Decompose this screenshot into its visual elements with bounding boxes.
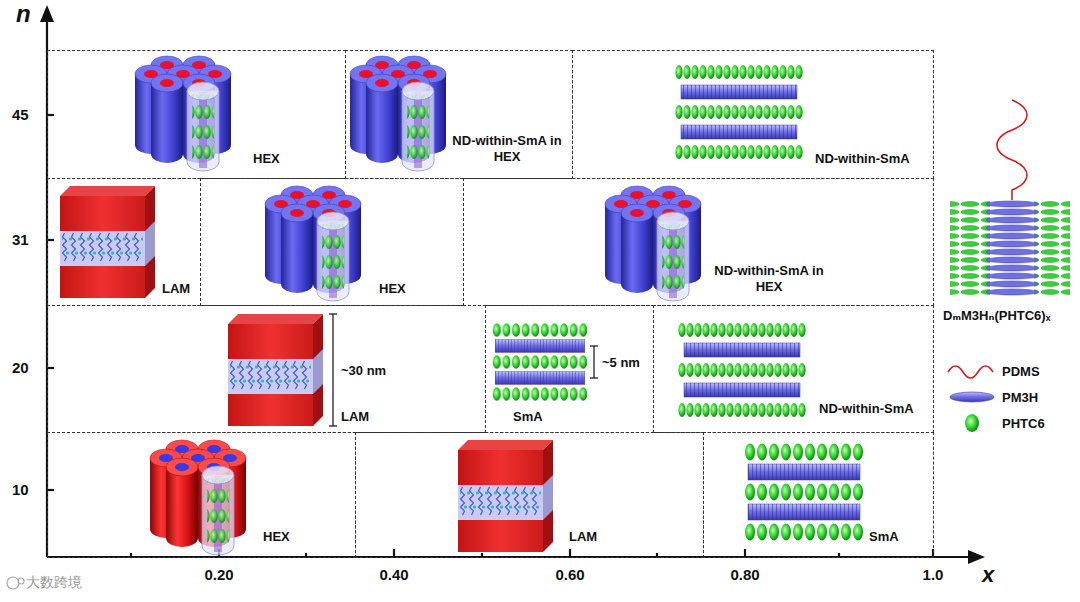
axis-title: x xyxy=(982,562,994,588)
phase-label: ND-within-SmA xyxy=(815,151,910,167)
phase-cell: HEX xyxy=(47,50,346,179)
phase-cell: ND-within-SmA in HEX xyxy=(463,178,934,306)
tick-label: 0.40 xyxy=(379,566,408,583)
hex-illustration xyxy=(605,186,701,301)
label-slot: SmA xyxy=(513,409,543,425)
phase-cell: ~30 nm LAM xyxy=(47,305,486,433)
label-slot: LAM xyxy=(341,409,369,425)
phase-cell: HEX xyxy=(47,432,356,558)
phase-label: SmA xyxy=(869,529,899,545)
label-slot: 20 xyxy=(12,359,29,376)
legend-entry: PHTC6 xyxy=(1002,416,1045,432)
legend-sample-disk xyxy=(950,392,994,402)
label-slot: ND-within-SmA xyxy=(819,401,914,417)
label-slot: 0.40 xyxy=(379,566,408,583)
phase-label: HEX xyxy=(263,529,290,545)
tick-label: 0.80 xyxy=(730,566,759,583)
axis-arrowhead xyxy=(968,550,985,564)
phase-label: ND-within-SmA in HEX xyxy=(451,133,563,164)
tick-label: 0.20 xyxy=(204,566,233,583)
phase-cell: ND-within-SmA xyxy=(572,50,934,179)
tick-label: 45 xyxy=(12,106,29,123)
label-slot: HEX xyxy=(253,151,280,167)
watermark-icon xyxy=(7,577,24,589)
label-slot: ND-within-SmA xyxy=(815,151,910,167)
watermark: 大数跨境 xyxy=(26,574,82,592)
hex-illustration xyxy=(350,56,446,171)
label-slot: ND-within-SmA in HEX xyxy=(713,263,825,294)
tick-label: 0.60 xyxy=(555,566,584,583)
hex-illustration xyxy=(135,56,231,171)
axes xyxy=(47,18,972,557)
phase-label: LAM xyxy=(162,281,190,297)
label-slot: x xyxy=(982,562,994,588)
tick-label: 31 xyxy=(12,231,29,248)
tick-label: 10 xyxy=(12,481,29,498)
smectic-illustration xyxy=(492,322,588,402)
phase-label: ND-within-SmA in HEX xyxy=(713,263,825,294)
label-slot: SmA xyxy=(869,529,899,545)
lamellar-illustration xyxy=(228,314,323,426)
smectic-illustration xyxy=(675,62,803,162)
formula-label: DₘM3Hₙ(PHTC6)ₓ xyxy=(943,308,1050,323)
dimension-bracket xyxy=(329,314,337,426)
label-slot: 0.60 xyxy=(555,566,584,583)
phase-label: ND-within-SmA xyxy=(819,401,914,417)
legend-entry: PM3H xyxy=(1002,390,1038,406)
phase-label: SmA xyxy=(513,409,543,425)
legend-label: PM3H xyxy=(1002,390,1038,406)
phase-label: LAM xyxy=(341,409,369,425)
dimension-bracket xyxy=(590,346,598,378)
label-slot: ~5 nm xyxy=(602,355,640,371)
phase-cell: HEX xyxy=(200,178,464,306)
legend-sample-chain xyxy=(948,366,993,378)
phase-cell: LAM xyxy=(47,178,201,306)
label-slot: HEX xyxy=(379,281,406,297)
phase-label: HEX xyxy=(379,281,406,297)
phase-cell: SmA xyxy=(703,432,934,558)
axis-arrowhead xyxy=(40,5,54,22)
legend-entry: PDMS xyxy=(1002,364,1040,380)
phase-label: LAM xyxy=(569,529,597,545)
phase-cell: ~5 nm SmA xyxy=(485,305,654,433)
label-slot: LAM xyxy=(569,529,597,545)
tick-label: 20 xyxy=(12,359,29,376)
dimension-label: ~5 nm xyxy=(602,355,640,371)
legend-sample-ellipse xyxy=(965,414,979,432)
label-slot: 45 xyxy=(12,106,29,123)
legend-label: PHTC6 xyxy=(1002,416,1045,432)
label-slot: 大数跨境 xyxy=(26,574,82,592)
lamellar-illustration xyxy=(458,440,553,552)
label-slot: 31 xyxy=(12,231,29,248)
axis-title: n xyxy=(16,0,31,28)
label-slot: HEX xyxy=(263,529,290,545)
lamellar-illustration xyxy=(60,186,155,298)
smectic-illustration xyxy=(678,320,806,420)
legend-label: PDMS xyxy=(1002,364,1040,380)
label-slot: 10 xyxy=(12,481,29,498)
phase-cell: ND-within-SmA xyxy=(653,305,934,433)
phase-cell: LAM xyxy=(355,432,704,558)
tick-label: 1.0 xyxy=(923,566,944,583)
phase-cell: ND-within-SmA in HEX xyxy=(345,50,573,179)
label-slot: 1.0 xyxy=(923,566,944,583)
label-slot: ~30 nm xyxy=(341,363,386,379)
pm3h-stack xyxy=(984,200,1040,296)
dimension-label: ~30 nm xyxy=(341,363,386,379)
label-slot: 0.20 xyxy=(204,566,233,583)
label-slot: n xyxy=(16,0,31,28)
label-slot: 0.80 xyxy=(730,566,759,583)
hex-illustration xyxy=(265,186,361,301)
label-slot: LAM xyxy=(162,281,190,297)
label-slot: DₘM3Hₙ(PHTC6)ₓ xyxy=(943,308,1050,323)
smectic-illustration xyxy=(744,442,864,542)
phase-label: HEX xyxy=(253,151,280,167)
label-slot: ND-within-SmA in HEX xyxy=(451,133,563,164)
pdms-chain xyxy=(997,100,1027,200)
hex-illustration xyxy=(150,440,246,555)
